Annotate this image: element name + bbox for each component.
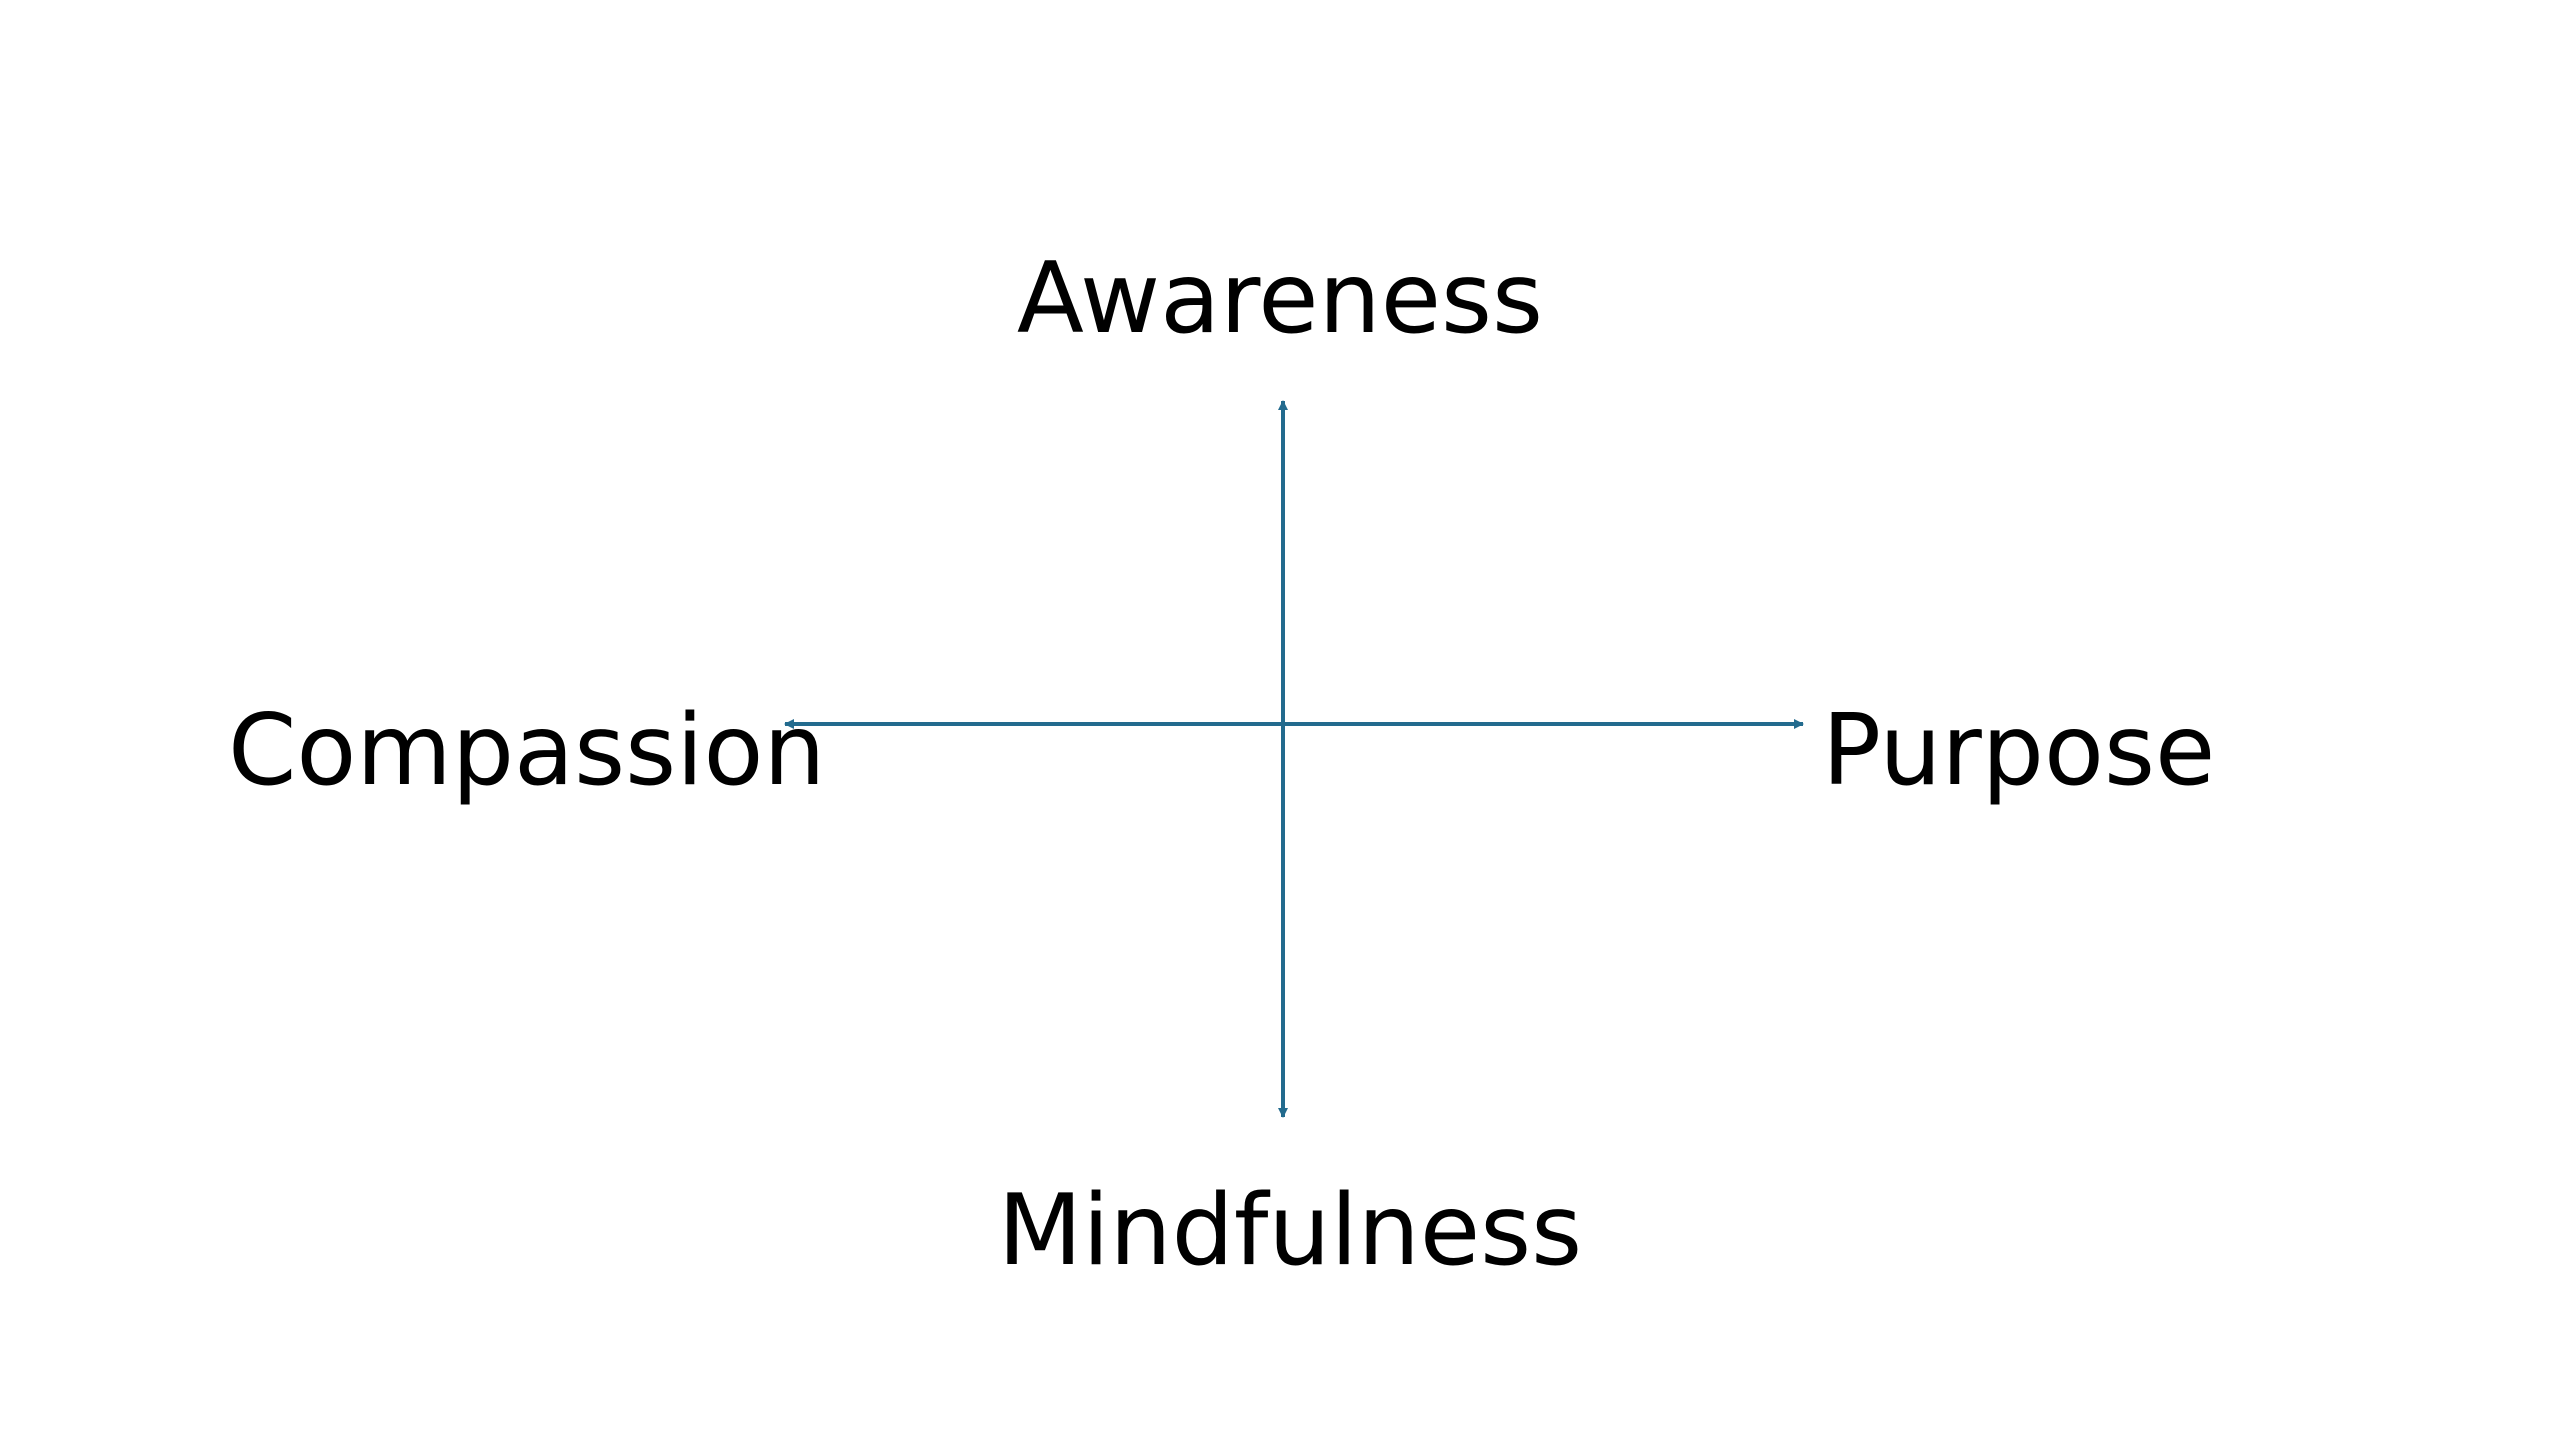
purpose-label: Purpose bbox=[1822, 694, 2216, 808]
mindfulness-label: Mindfulness bbox=[997, 1174, 1583, 1288]
compassion-label: Compassion bbox=[228, 694, 826, 808]
awareness-label: Awareness bbox=[1016, 242, 1544, 356]
